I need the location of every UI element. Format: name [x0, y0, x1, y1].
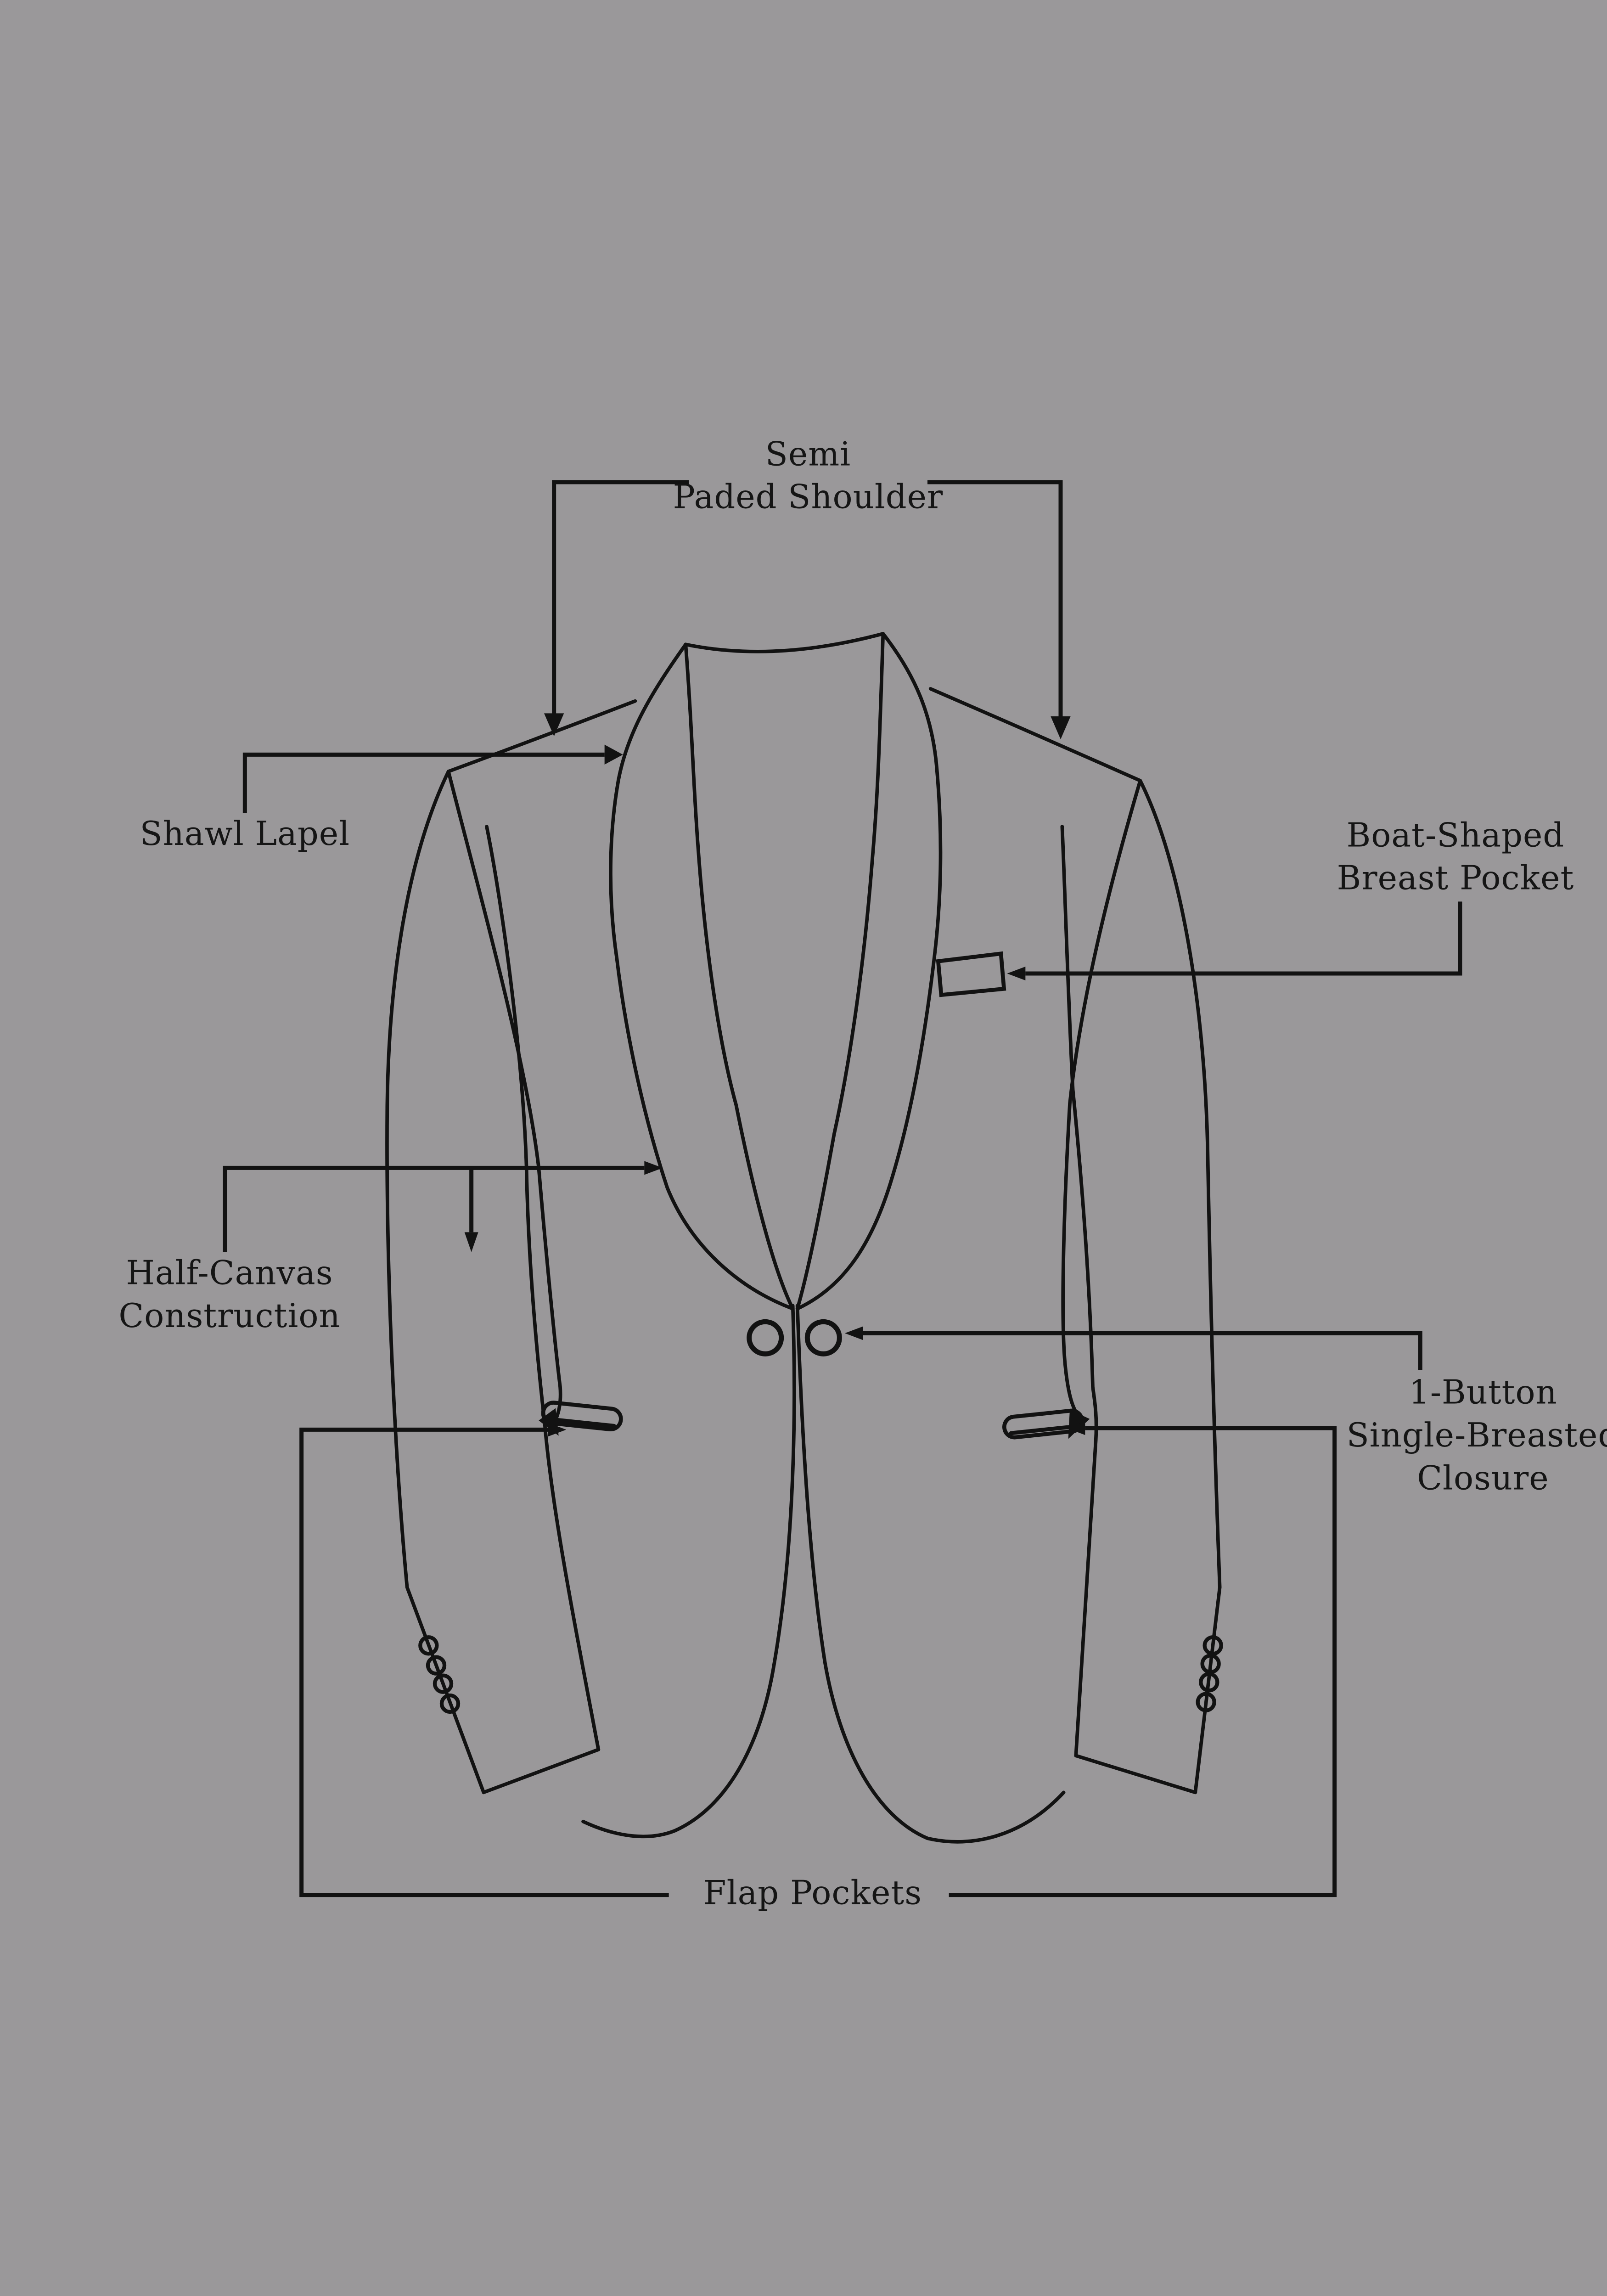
right-shoulder-seam	[928, 687, 1142, 782]
arrowhead-left-closure	[844, 1326, 863, 1340]
right-sleeve-outer-edge	[1138, 779, 1222, 1795]
left-front-edge	[581, 1304, 796, 1839]
label-line: 1-Button	[1409, 1374, 1557, 1413]
arrowhead-left-breast-pocket	[1007, 966, 1026, 980]
left-flap-pocket	[541, 1401, 623, 1432]
label-line: Half-Canvas	[126, 1255, 333, 1294]
left-cuff-hem	[482, 1748, 601, 1795]
label-line: Closure	[1417, 1460, 1549, 1499]
label-semi-padded-shoulder: Semi Paded Shoulder	[579, 435, 1038, 521]
right-lapel-outer-edge	[795, 632, 943, 1311]
arrowhead-down-right-shoulder	[1051, 716, 1071, 739]
label-line: Construction	[118, 1298, 341, 1336]
left-sleeve-front-seam	[485, 825, 601, 1751]
front-button-right	[804, 1319, 842, 1356]
shoulder-callout-line-left	[552, 480, 689, 716]
collar-line	[684, 632, 885, 653]
left-cuff-buttons	[418, 1635, 461, 1714]
breast-pocket-callout-line	[1025, 901, 1462, 976]
arrowhead-down-left-shoulder	[544, 713, 564, 737]
arrowhead-down-half-canvas	[464, 1232, 478, 1252]
left-lapel-roll-line	[684, 642, 795, 1311]
half-canvas-callout-line	[223, 1165, 645, 1252]
jacket-outline	[385, 632, 1222, 1844]
label-boat-shaped-breast-pocket: Boat-Shaped Breast Pocket	[1264, 816, 1607, 902]
shoulder-callout-line-right	[927, 480, 1063, 720]
closure-callout-line	[863, 1331, 1422, 1370]
label-line: Semi	[765, 436, 851, 475]
label-line: Shawl Lapel	[140, 816, 350, 854]
label-line: Single-Breasted	[1346, 1417, 1607, 1456]
right-front-edge	[795, 1304, 1066, 1844]
lapel-callout-line	[242, 752, 605, 813]
left-sleeve-outer-edge	[385, 770, 486, 1795]
right-lapel-roll-line	[795, 632, 885, 1311]
right-armhole-seam	[1061, 779, 1142, 1421]
left-lapel-outer-edge	[609, 642, 795, 1311]
flap-pockets-bracket-right	[949, 1426, 1337, 1897]
flap-pockets-bracket-left	[299, 1427, 669, 1897]
annotation-arrows	[223, 480, 1462, 1897]
label-line: Boat-Shaped	[1346, 817, 1565, 856]
right-cuff-buttons	[1196, 1635, 1223, 1712]
right-sleeve-front-seam	[1060, 825, 1098, 1758]
arrowhead-right-left-pocket	[548, 1423, 567, 1437]
label-flap-pockets: Flap Pockets	[660, 1874, 966, 1916]
label-line: Breast Pocket	[1337, 860, 1574, 899]
label-half-canvas-construction: Half-Canvas Construction	[38, 1254, 421, 1339]
label-shawl-lapel: Shawl Lapel	[92, 814, 398, 857]
arrowhead-right-lapel	[604, 744, 623, 765]
front-button-left	[747, 1319, 784, 1356]
front-buttons	[747, 1319, 842, 1356]
label-line: Flap Pockets	[703, 1875, 922, 1913]
left-armhole-seam	[446, 770, 562, 1432]
breast-pocket-welt	[936, 951, 1006, 997]
label-line: Paded Shoulder	[673, 479, 944, 518]
right-cuff-hem	[1074, 1754, 1197, 1795]
arrowhead-right-half-canvas	[644, 1161, 663, 1175]
arrowhead-left-right-pocket	[1067, 1421, 1085, 1435]
left-shoulder-seam	[446, 699, 637, 773]
label-one-button-single-breasted-closure: 1-Button Single-Breasted Closure	[1315, 1373, 1607, 1502]
